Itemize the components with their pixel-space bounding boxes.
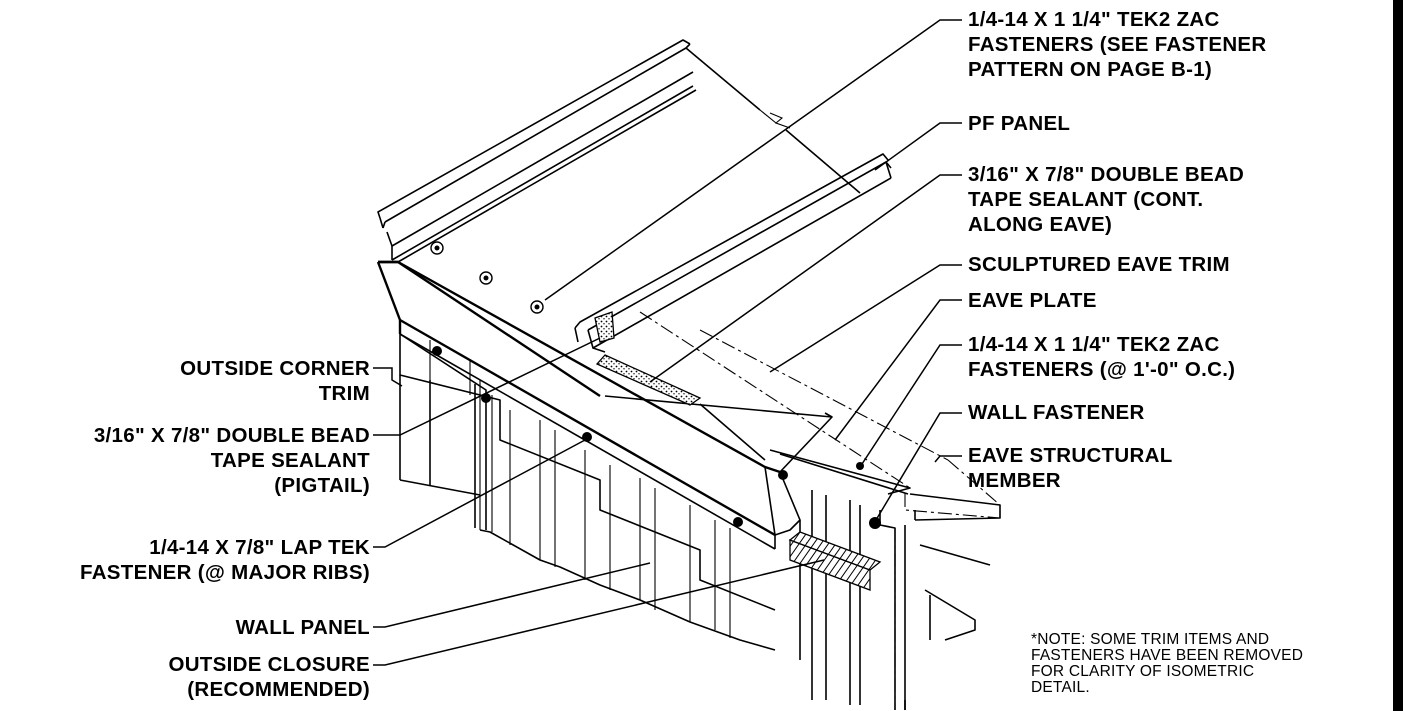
clarity-note: *NOTE: SOME TRIM ITEMS AND FASTENERS HAV… — [1031, 631, 1304, 696]
callout-wall-fastener: WALL FASTENER — [968, 401, 1145, 424]
roof-panel — [377, 39, 892, 397]
callout-tape-sealant-pigtail: 3/16" X 7/8" DOUBLE BEAD TAPE SEALANT (P… — [93, 424, 370, 497]
callout-lap-tek-fastener: 1/4-14 X 7/8" LAP TEK FASTENER (@ MAJOR … — [80, 536, 370, 584]
callout-tek2-zac-fasteners-pattern: 1/4-14 X 1 1/4" TEK2 ZAC FASTENERS (SEE … — [968, 8, 1267, 81]
callout-wall-panel: WALL PANEL — [235, 616, 370, 639]
drawing-border — [1393, 0, 1403, 711]
callout-tek2-zac-fasteners-oc: 1/4-14 X 1 1/4" TEK2 ZAC FASTENERS (@ 1'… — [968, 333, 1236, 381]
callout-sculptured-eave-trim: SCULPTURED EAVE TRIM — [968, 253, 1230, 276]
wall-panel-right — [799, 490, 916, 710]
fasteners — [430, 241, 881, 529]
callout-outside-closure: OUTSIDE CLOSURE (RECOMMENDED) — [168, 653, 370, 701]
sculptured-eave-trim-shape — [376, 260, 911, 550]
callout-eave-structural-member: EAVE STRUCTURAL MEMBER — [968, 444, 1173, 492]
wall-panel-shape — [399, 333, 776, 651]
callout-outside-corner-trim: OUTSIDE CORNER TRIM — [180, 357, 370, 405]
leader-lines-right — [544, 19, 962, 521]
outside-closure-shape — [788, 531, 882, 591]
eave-structural-member-shape — [639, 311, 1001, 710]
callout-pf-panel: PF PANEL — [968, 112, 1071, 135]
callout-eave-plate: EAVE PLATE — [968, 289, 1097, 312]
leader-lines-left — [373, 337, 825, 666]
callout-tape-sealant-eave: 3/16" X 7/8" DOUBLE BEAD TAPE SEALANT (C… — [968, 163, 1245, 236]
tape-sealant-strips — [594, 311, 702, 406]
